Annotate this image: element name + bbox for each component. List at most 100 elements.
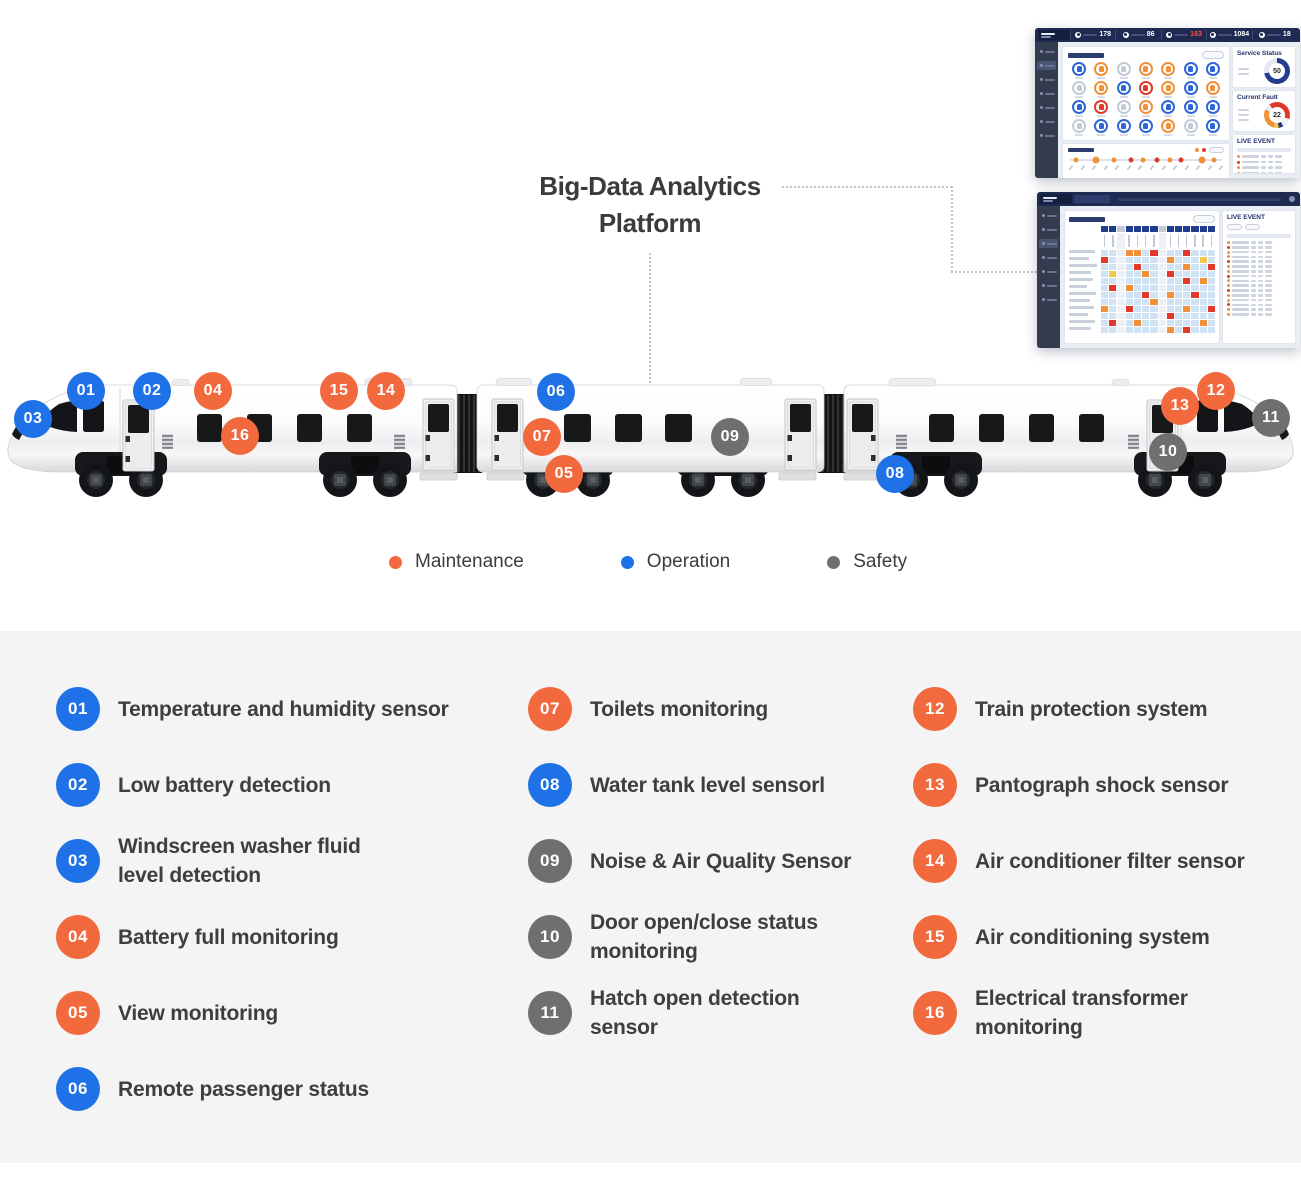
stat-label-skeleton xyxy=(1083,33,1098,37)
live-event-row xyxy=(1237,155,1291,158)
heatmap-cell xyxy=(1133,327,1142,333)
stat-value: 163 xyxy=(1190,31,1202,39)
service-status-body: 50 xyxy=(1237,58,1291,84)
event-text-skeleton xyxy=(1275,172,1282,173)
header-stat-2: 86 xyxy=(1115,30,1160,40)
connector-title-to-dash1 xyxy=(782,186,952,188)
event-severity-dot xyxy=(1227,303,1230,307)
sidebar-menu-item xyxy=(1037,75,1056,84)
sensor-label-line: Windscreen washer fluid xyxy=(118,835,361,858)
stat-value: 86 xyxy=(1146,31,1155,39)
event-severity-dot xyxy=(1227,279,1230,283)
sidebar-menu-item xyxy=(1039,239,1058,248)
train-icon xyxy=(1143,104,1149,110)
row-label-skeleton xyxy=(1069,278,1093,281)
event-text-skeleton xyxy=(1251,265,1256,268)
train-status-ring xyxy=(1138,100,1153,114)
heatmap-cell xyxy=(1158,264,1166,270)
heatmap-cell xyxy=(1101,257,1109,263)
event-text-skeleton xyxy=(1265,303,1272,307)
row-label-skeleton xyxy=(1069,306,1094,309)
column-header-cell xyxy=(1142,226,1150,232)
heatmap-cell xyxy=(1109,285,1117,291)
key-bar xyxy=(1238,109,1249,111)
train-status-cell xyxy=(1183,119,1198,136)
train-id-skeleton xyxy=(1208,96,1217,98)
heatmap-cell xyxy=(1117,320,1125,326)
heatmap-cell xyxy=(1133,292,1142,298)
timeline-event-dot xyxy=(1211,157,1217,163)
sensor-label-line: monitoring xyxy=(590,940,698,963)
heatmap-cell xyxy=(1158,320,1166,326)
legend-dot-operation xyxy=(620,555,634,569)
filter-pill xyxy=(1245,224,1260,230)
heatmap-cell xyxy=(1101,299,1109,305)
live-event-row xyxy=(1227,308,1291,312)
event-text-skeleton xyxy=(1265,294,1272,297)
train-id-skeleton xyxy=(1186,96,1195,98)
train-icon xyxy=(1076,85,1082,91)
logo-bar xyxy=(1041,32,1055,35)
column-header-cell xyxy=(1133,226,1142,232)
column-header-cell xyxy=(1158,226,1166,232)
heatmap-cell xyxy=(1174,264,1183,270)
dash2-body: LIVE EVENT xyxy=(1037,206,1300,348)
heatmap-cell xyxy=(1191,278,1199,284)
event-text-skeleton xyxy=(1251,246,1256,249)
train-icon xyxy=(1188,104,1194,110)
train-status-ring xyxy=(1161,100,1176,114)
heatmap-cell xyxy=(1117,264,1125,270)
heatmap-cell xyxy=(1125,327,1133,333)
stat-icon xyxy=(1209,31,1216,38)
column-title-cell xyxy=(1101,233,1109,249)
axis-tick xyxy=(1103,165,1108,170)
legend-label: Maintenance xyxy=(415,551,524,572)
event-text-skeleton xyxy=(1232,270,1249,273)
heatmap-cell xyxy=(1183,278,1191,284)
event-text-skeleton xyxy=(1258,265,1263,268)
sensor-number-badge: 10 xyxy=(528,915,572,959)
live-event-table-header xyxy=(1227,234,1291,238)
menu-icon xyxy=(1042,214,1045,217)
event-text-skeleton xyxy=(1232,241,1249,244)
event-text-skeleton xyxy=(1251,260,1256,263)
heatmap-cell xyxy=(1166,327,1174,333)
row-label-skeleton xyxy=(1069,327,1091,330)
timeline-event-dot xyxy=(1073,157,1079,163)
heatmap-cell xyxy=(1109,292,1117,298)
event-text-skeleton xyxy=(1258,246,1263,249)
sensor-label: View monitoring xyxy=(118,999,278,1028)
train-icon xyxy=(1098,85,1104,91)
column-title-cell xyxy=(1199,233,1207,249)
timeline-event-dot xyxy=(1140,157,1146,163)
timeline-event-dot xyxy=(1111,157,1117,163)
event-text-skeleton xyxy=(1265,250,1272,254)
heatmap-cell xyxy=(1174,313,1183,319)
menu-label-skeleton xyxy=(1047,256,1057,259)
card-head xyxy=(1068,51,1224,59)
heatmap-cell xyxy=(1150,306,1158,312)
live-event-row xyxy=(1237,166,1291,170)
heatmap-cell xyxy=(1166,264,1174,270)
service-status-donut: 50 xyxy=(1264,58,1290,84)
row-label-skeleton xyxy=(1069,313,1088,316)
heatmap-cell xyxy=(1125,285,1133,291)
menu-label-skeleton xyxy=(1047,242,1057,245)
train-status-cell xyxy=(1072,62,1087,79)
heatmap-cell xyxy=(1207,264,1215,270)
axis-tick xyxy=(1137,165,1143,170)
korail-logo xyxy=(1040,194,1072,204)
train-status-ring xyxy=(1161,81,1176,95)
stat-value: 18 xyxy=(1282,31,1291,39)
heatmap-cell xyxy=(1199,264,1207,270)
heatmap-cell xyxy=(1101,250,1109,256)
sensor-label: Toilets monitoring xyxy=(590,695,768,724)
heatmap-cell xyxy=(1191,313,1199,319)
